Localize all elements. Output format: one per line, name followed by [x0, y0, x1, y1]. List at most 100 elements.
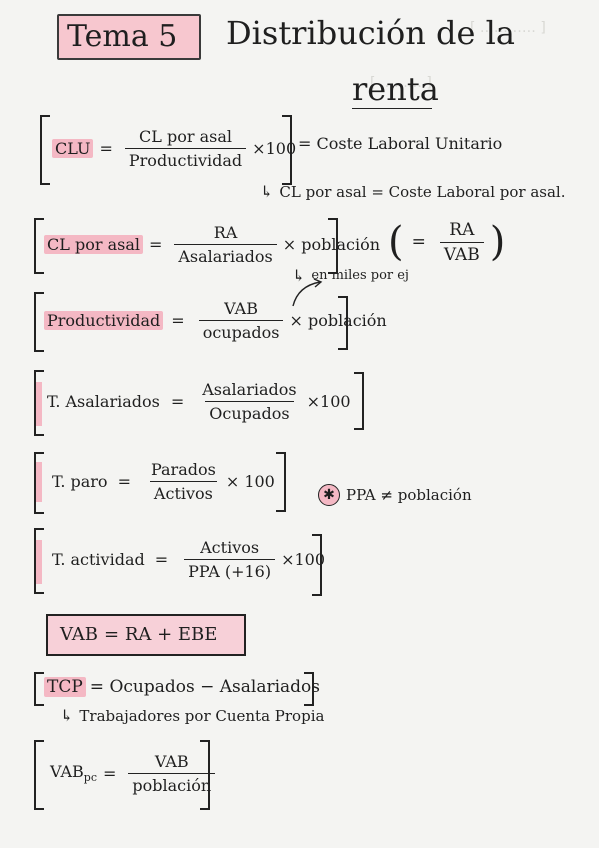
formula-lhs: CLU — [52, 138, 94, 158]
fraction: Parados Activos — [147, 460, 220, 503]
formula-rhs: = Ocupados − Asalariados — [89, 677, 321, 697]
numerator: VAB — [224, 298, 258, 318]
equals: = — [411, 232, 426, 252]
formula-t-paro: T. paro = Parados Activos × 100 — [52, 452, 275, 510]
numerator: Parados — [150, 459, 216, 479]
numerator: Asalariados — [202, 379, 297, 399]
formula-tcp: TCP = Ocupados − Asalariados — [44, 672, 320, 702]
numerator: Activos — [200, 537, 260, 557]
multiplier: ×100 — [306, 391, 351, 411]
denominator: Ocupados — [205, 400, 294, 423]
multiplier: × población — [289, 310, 387, 330]
formula-productividad: Productividad = VAB ocupados × población — [44, 292, 387, 348]
formula-cl-asal: CL por asal = RA Asalariados × población — [44, 218, 380, 270]
equals: = — [171, 310, 185, 330]
highlight-mark — [36, 540, 42, 584]
title-underline — [352, 108, 432, 109]
fraction: RA VAB — [439, 219, 484, 265]
formula-clu: CLU = CL por asal Productividad ×100 — [52, 117, 296, 179]
definition-text: = Coste Laboral Unitario — [298, 134, 503, 153]
numerator: CL por asal — [139, 126, 233, 146]
note-clu: ↳ CL por asal = Coste Laboral por asal. — [260, 182, 565, 201]
star-icon: ✱ — [318, 484, 340, 506]
equals: = — [154, 549, 169, 569]
formula-lhs: Productividad — [44, 310, 164, 330]
paren-close: ) — [489, 219, 506, 265]
fraction: VAB ocupados — [198, 298, 284, 342]
paren-open: ( — [388, 219, 404, 265]
alt-formula: ( = RA VAB ) — [388, 214, 505, 270]
bracket-right — [282, 115, 292, 185]
highlight-mark — [36, 462, 42, 502]
multiplier: ×100 — [281, 549, 326, 569]
bleed-through: [ ……… ] — [370, 75, 432, 91]
denominator: ocupados — [198, 319, 284, 342]
bracket-right — [328, 218, 338, 274]
bracket-left — [34, 740, 44, 810]
formula-lhs: TCP — [44, 677, 86, 697]
denominator: Productividad — [124, 147, 247, 170]
bracket-right — [338, 296, 348, 350]
equals: = — [148, 234, 163, 254]
lhs-subscript: pc — [83, 771, 97, 785]
bracket-right — [354, 372, 364, 430]
note-cl-asal: ↳ en miles por ej — [292, 266, 409, 285]
bracket-right — [304, 672, 314, 706]
equals: = — [102, 763, 117, 783]
formula-vab: VAB = RA + EBE — [60, 616, 217, 652]
note-text: PPA ≠ población — [346, 486, 472, 504]
formula-lhs: T. paro — [52, 471, 108, 491]
denominator: PPA (+16) — [184, 558, 276, 581]
fraction: CL por asal Productividad — [124, 126, 247, 170]
note-text: Trabajadores por Cuenta Propia — [79, 706, 325, 725]
bracket-right — [200, 740, 210, 810]
bracket-left — [34, 218, 44, 274]
multiplier: × población — [282, 234, 381, 254]
lhs-main: VAB — [50, 761, 84, 781]
numerator: VAB — [154, 751, 189, 771]
bracket-left — [34, 292, 44, 352]
page-title-line2: renta — [352, 70, 439, 108]
hook-arrow-icon: ↳ — [60, 706, 74, 725]
page-title: Distribución de la — [226, 14, 515, 52]
equals: = — [99, 138, 113, 158]
equals: = — [170, 391, 185, 411]
formula-lhs: T. Asalariados — [47, 391, 160, 411]
note-text: en miles por ej — [311, 268, 409, 283]
bracket-left — [34, 672, 44, 706]
formula-vab-pc: VABpc = VAB población — [50, 740, 221, 806]
formula-t-actividad: T. actividad = Activos PPA (+16) ×100 — [52, 528, 325, 590]
formula-lhs: VAB — [60, 623, 99, 645]
formula-lhs: T. actividad — [52, 549, 145, 569]
bracket-left — [40, 115, 50, 185]
highlight-mark — [36, 382, 42, 426]
topic-label: Tema 5 — [67, 19, 178, 54]
note-text: CL por asal = Coste Laboral por asal. — [279, 182, 566, 201]
denominator: Activos — [149, 480, 217, 503]
topic-box: Tema 5 — [57, 14, 201, 60]
ppa-note: ✱ PPA ≠ población — [318, 484, 472, 506]
bracket-right — [276, 452, 286, 512]
denominator: población — [128, 772, 216, 795]
vab-box — [46, 614, 246, 656]
hook-arrow-icon: ↳ — [260, 182, 274, 201]
formula-definition: = Coste Laboral Unitario — [298, 134, 502, 153]
numerator: RA — [213, 222, 238, 242]
formula-rhs: = RA + EBE — [104, 623, 218, 645]
formula-lhs: CL por asal — [44, 234, 143, 254]
curved-arrow-icon — [292, 278, 323, 307]
bleed-through: [ ………… ] — [470, 20, 546, 36]
numerator: RA — [449, 219, 475, 240]
formula-lhs: VABpc — [50, 762, 97, 784]
fraction: VAB población — [128, 751, 216, 795]
hook-arrow-icon: ↳ — [292, 266, 306, 285]
equals: = — [117, 471, 131, 491]
formula-t-asalariados: T. Asalariados = Asalariados Ocupados ×1… — [44, 370, 351, 432]
note-tcp: ↳ Trabajadores por Cuenta Propia — [60, 706, 324, 725]
bracket-right — [312, 534, 322, 596]
denominator: Asalariados — [174, 243, 277, 266]
bracket-left — [34, 528, 44, 594]
bracket-left — [34, 452, 44, 514]
fraction: RA Asalariados — [174, 222, 277, 266]
fraction: Asalariados Ocupados — [198, 380, 300, 423]
